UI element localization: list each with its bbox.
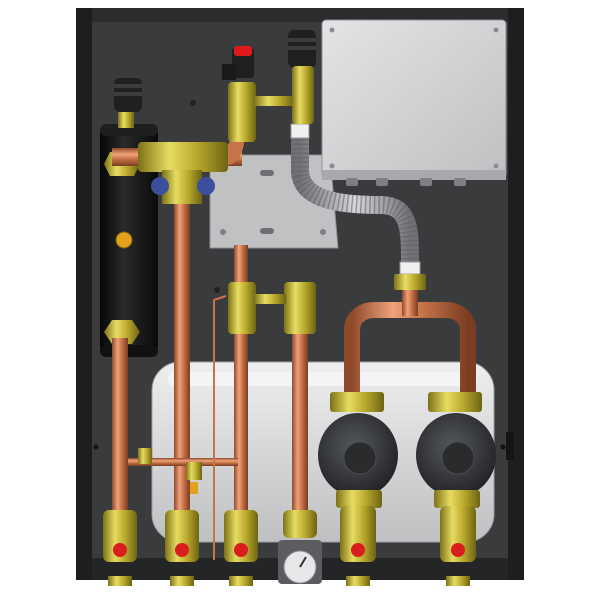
ball-valve-5-red-handle — [351, 543, 365, 557]
outlet-stub — [446, 576, 470, 586]
vessel-sight-glass — [115, 231, 133, 249]
ball-valve-1 — [103, 510, 137, 562]
junction-box-screw — [493, 163, 499, 169]
bracket-screw — [320, 229, 326, 235]
cabinet-right-edge — [508, 8, 524, 580]
circulation-pumps — [318, 392, 496, 508]
bracket-slot — [260, 170, 274, 176]
flexible-hose — [290, 121, 426, 290]
expansion-vessel — [100, 124, 158, 357]
bracket-slot — [260, 228, 274, 234]
air-vent-left-brass — [118, 110, 134, 128]
pump-right-flange — [428, 392, 482, 412]
cabinet-left-edge — [76, 8, 92, 580]
mid-valve-right — [284, 282, 316, 334]
junction-box-screw — [329, 163, 335, 169]
sensors — [138, 448, 202, 494]
ball-valve-2-body — [165, 510, 199, 562]
safety-valve-body — [228, 82, 256, 142]
junction-box-screw — [493, 27, 499, 33]
cable-gland — [454, 178, 466, 186]
sensor-fitting — [186, 462, 202, 480]
junction-box — [321, 19, 507, 186]
air-vent-right-ridge — [288, 46, 316, 50]
ball-valve-2 — [165, 510, 199, 562]
safety-valve-red-cap — [234, 46, 252, 56]
drain-cock — [190, 482, 198, 494]
pump-left-hub — [343, 441, 377, 475]
ball-valve-6 — [440, 506, 476, 562]
outlet-stub — [108, 576, 132, 586]
hose-nut — [394, 274, 426, 290]
outlet-stubs — [108, 576, 470, 586]
air-vent-left — [114, 78, 142, 128]
copper-pipe — [402, 290, 418, 316]
outlet-stub — [346, 576, 370, 586]
mid-clamp — [254, 294, 286, 304]
pump-right — [416, 392, 496, 508]
hose-white-coupling — [290, 123, 310, 139]
ball-valve-2-red-handle — [175, 543, 189, 557]
ball-valve-1-red-handle — [113, 543, 127, 557]
pump-right-hub — [441, 441, 475, 475]
junction-box-screw — [329, 27, 335, 33]
outlet-stub — [229, 576, 253, 586]
ball-valve-row — [103, 506, 476, 562]
cabinet-right-latch — [506, 432, 514, 460]
pump-left — [318, 392, 398, 508]
capillary-tube — [213, 295, 227, 560]
tee-fitting — [138, 142, 228, 172]
ball-valve-5 — [340, 506, 376, 562]
mounting-hole — [214, 287, 220, 293]
mounting-hole — [93, 444, 99, 450]
mounting-hole — [190, 100, 196, 106]
bracket-screw — [220, 229, 226, 235]
outlet-stub — [170, 576, 194, 586]
copper-pipe — [292, 330, 308, 516]
vessel-top-cap — [100, 124, 158, 136]
cable-gland — [376, 178, 388, 186]
ball-valve-4 — [283, 510, 317, 538]
ball-valve-5-body — [340, 506, 376, 562]
copper-pipe — [174, 196, 190, 516]
sensor-fitting — [138, 448, 152, 464]
ball-valve-4-body — [283, 510, 317, 538]
vessel-bottom-cap — [100, 345, 158, 357]
junction-box-lid-edge — [322, 170, 506, 180]
cable-gland — [346, 178, 358, 186]
brass-fittings-middle — [228, 282, 316, 334]
brass-fittings-upper — [138, 30, 316, 204]
mid-valve-left — [228, 282, 256, 334]
ball-valve-3 — [224, 510, 258, 562]
ball-valve-3-red-handle — [234, 543, 248, 557]
mounting-hole — [500, 444, 506, 450]
pump-right-lower-flange — [434, 490, 480, 508]
air-vent-right-ridge — [288, 38, 316, 42]
dial-needle — [299, 556, 307, 568]
pump-left-lower-flange — [336, 490, 382, 508]
blue-fitting — [197, 177, 215, 195]
ball-valve-3-body — [224, 510, 258, 562]
air-vent-right-brass — [292, 66, 314, 124]
ball-valve-6-body — [440, 506, 476, 562]
pipe-clamp — [254, 96, 294, 106]
ball-valve-1-body — [103, 510, 137, 562]
junction-box-body — [321, 19, 507, 179]
safety-valve-outlet — [222, 64, 236, 80]
cable-gland — [420, 178, 432, 186]
copper-pipe — [112, 338, 128, 516]
air-vent-left-cap-ridge — [114, 92, 142, 96]
thermostatic-dial — [278, 540, 322, 584]
pump-left-flange — [330, 392, 384, 412]
blue-fitting — [151, 177, 169, 195]
air-vent-left-cap-ridge — [114, 84, 142, 88]
hose-white-coupling — [399, 261, 421, 275]
copper-crossover — [128, 458, 238, 466]
ball-valve-6-red-handle — [451, 543, 465, 557]
flex-hose-ribs — [291, 130, 419, 263]
